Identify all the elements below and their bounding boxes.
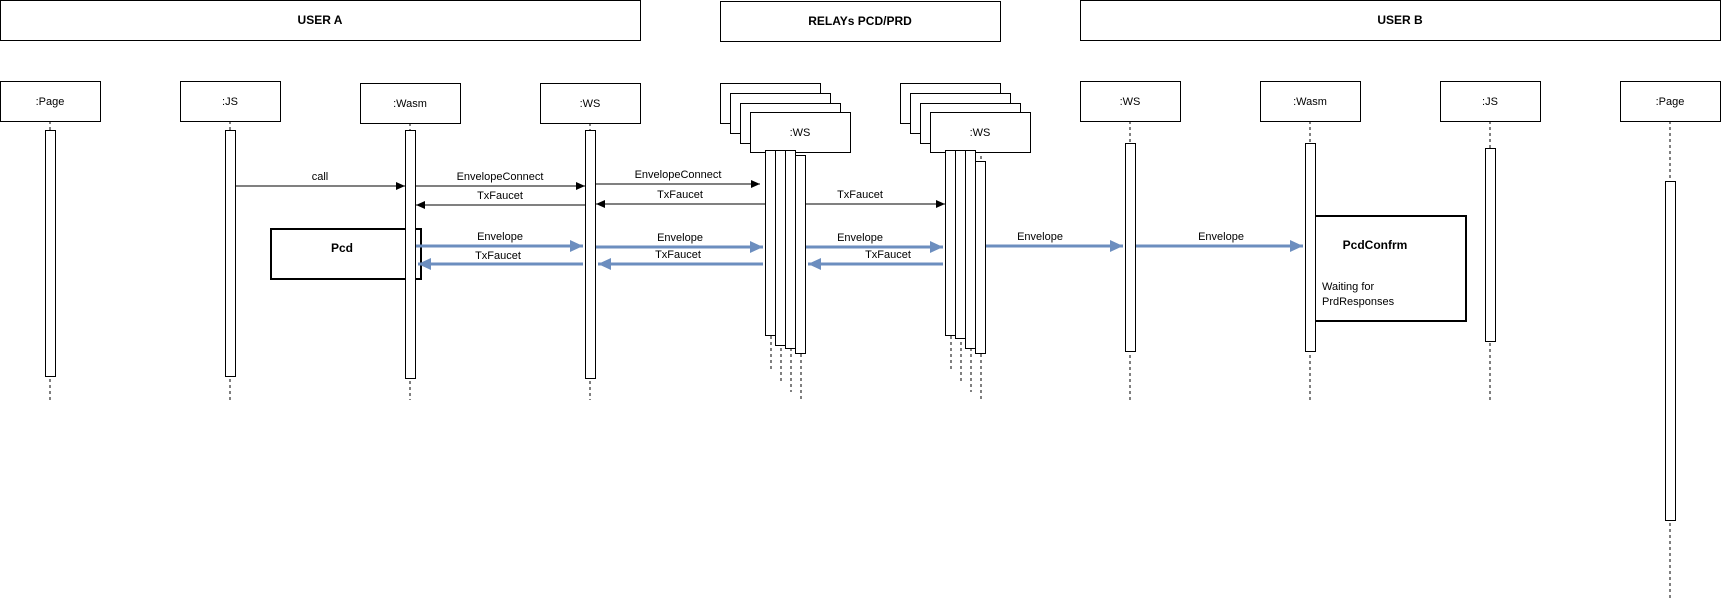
group-user-b-label: USER B — [1377, 13, 1423, 27]
msg-envelope-3-label: Envelope — [837, 232, 883, 244]
participant-b-js-label: :JS — [1482, 96, 1498, 108]
group-relays: RELAYs PCD/PRD — [720, 1, 1001, 42]
msg-envelope-connect-2-label: EnvelopeConnect — [635, 169, 722, 181]
participant-relay1-ws-label: :WS — [790, 127, 811, 139]
participant-b-wasm: :Wasm — [1260, 81, 1361, 122]
msg-envelope-1-label: Envelope — [477, 231, 523, 243]
group-user-b: USER B — [1080, 0, 1721, 41]
msg-envelope-2-label: Envelope — [657, 232, 703, 244]
msg-txfaucet-3-label: TxFaucet — [837, 189, 883, 201]
participant-a-wasm: :Wasm — [360, 83, 461, 124]
group-user-a: USER A — [0, 0, 641, 41]
participant-a-js: :JS — [180, 81, 281, 122]
msg-envelope-4-label: Envelope — [1017, 231, 1063, 243]
note-waiting-line2: PrdResponses — [1322, 296, 1395, 308]
note-pcd-confirm: PcdConfrm Waiting for PrdResponses — [1305, 215, 1467, 322]
participant-a-ws-label: :WS — [580, 98, 601, 110]
participant-b-ws: :WS — [1080, 81, 1181, 122]
msg-txfaucet-2-label: TxFaucet — [657, 189, 703, 201]
participant-a-page-label: :Page — [36, 96, 65, 108]
sync-messages: call EnvelopeConnect EnvelopeConnect TxF… — [236, 169, 945, 209]
participant-relay2-ws-stack: :WS — [900, 83, 1031, 153]
msg-txfaucet-4-label: TxFaucet — [475, 250, 521, 262]
note-pcd: Pcd — [270, 228, 422, 280]
msg-envelope-connect-1-label: EnvelopeConnect — [457, 171, 544, 183]
participant-relay2-ws-label: :WS — [970, 127, 991, 139]
participant-b-ws-label: :WS — [1120, 96, 1141, 108]
activation-bars — [45, 130, 1676, 521]
participant-a-page: :Page — [0, 81, 101, 122]
msg-txfaucet-5-label: TxFaucet — [655, 249, 701, 261]
participant-relay1-ws-stack: :WS — [720, 83, 851, 153]
group-relays-label: RELAYs PCD/PRD — [808, 14, 912, 28]
note-pcd-label: Pcd — [331, 241, 353, 255]
participant-b-page-label: :Page — [1656, 96, 1685, 108]
msg-txfaucet-6-label: TxFaucet — [865, 249, 911, 261]
note-pcd-confirm-label: PcdConfrm — [1343, 238, 1408, 252]
participant-a-ws: :WS — [540, 83, 641, 124]
msg-envelope-5-label: Envelope — [1198, 231, 1244, 243]
async-messages: Envelope Envelope Envelope Envelope Enve… — [416, 231, 1303, 270]
participant-b-js: :JS — [1440, 81, 1541, 122]
group-user-a-label: USER A — [298, 13, 343, 27]
participant-b-page: :Page — [1620, 81, 1721, 122]
note-waiting-line1: Waiting for — [1322, 281, 1375, 293]
participant-a-js-label: :JS — [222, 96, 238, 108]
msg-call-label: call — [312, 171, 329, 183]
participant-a-wasm-label: :Wasm — [393, 98, 427, 110]
participant-b-wasm-label: :Wasm — [1293, 96, 1327, 108]
msg-txfaucet-1-label: TxFaucet — [477, 190, 523, 202]
